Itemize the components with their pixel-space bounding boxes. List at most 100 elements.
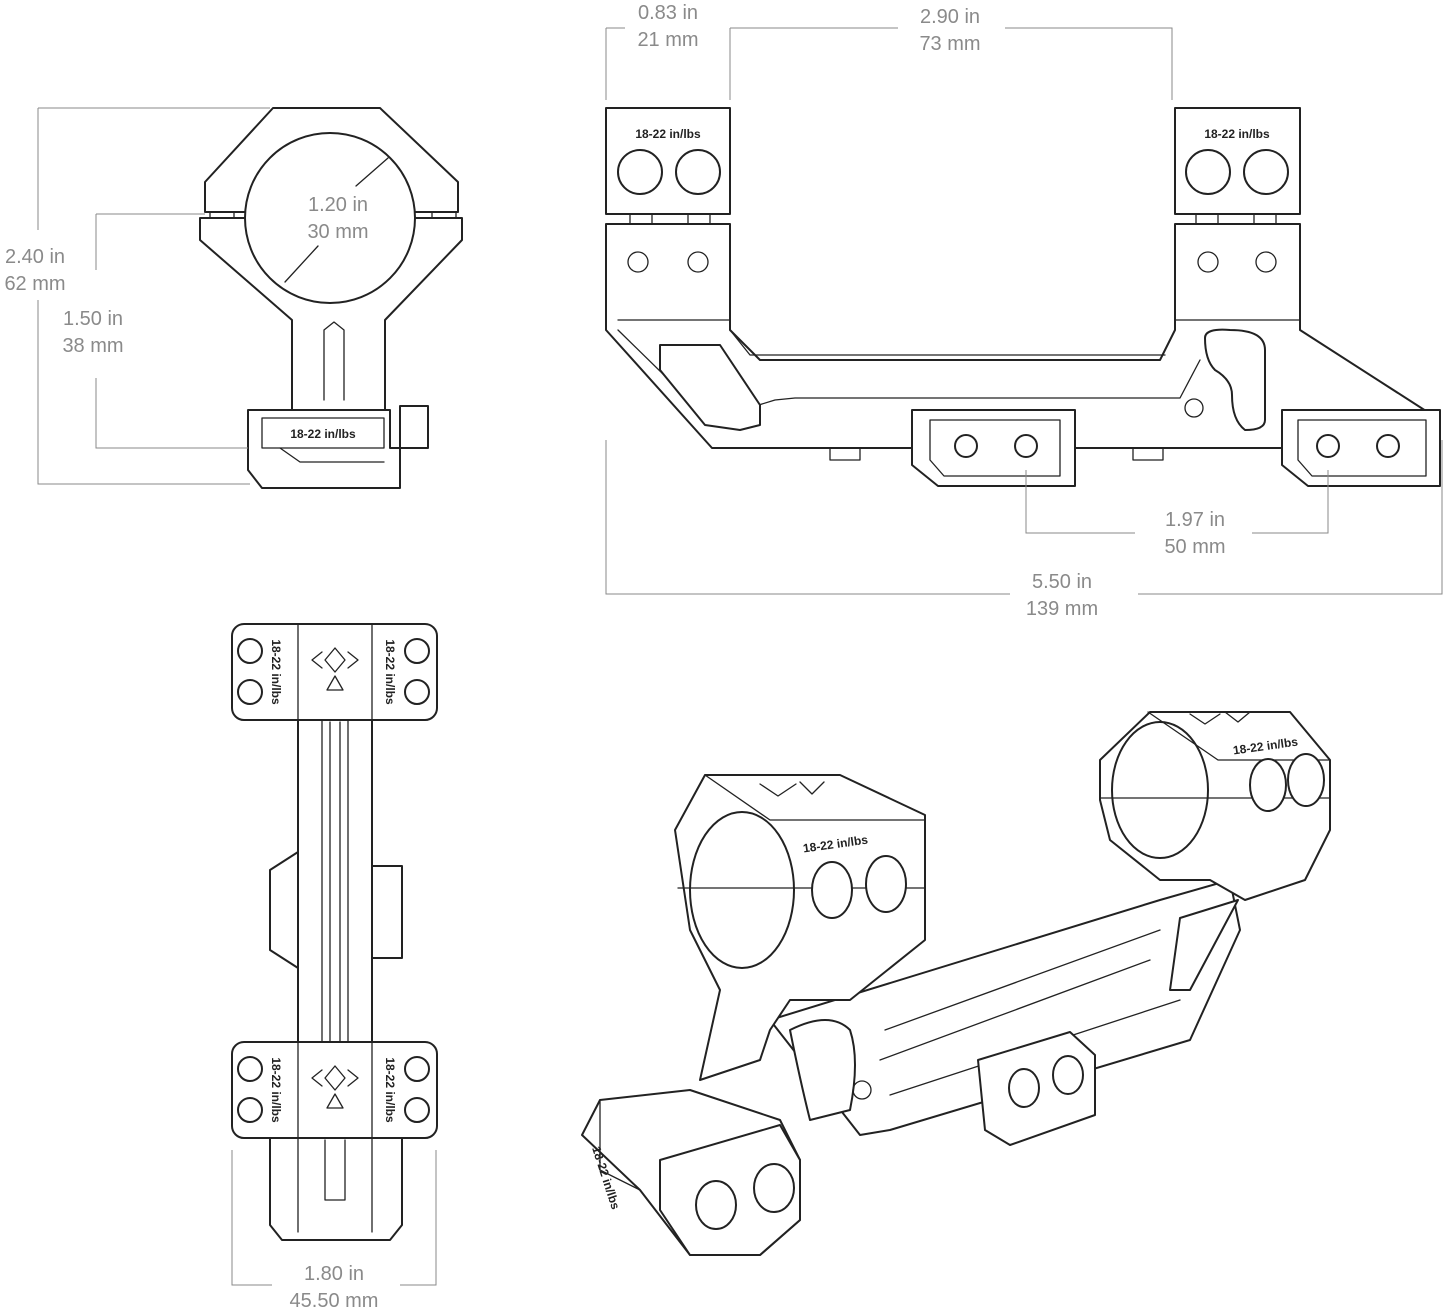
side-clamp-1 [911, 409, 1076, 487]
side-right-cap-screw-1 [1185, 149, 1231, 195]
top-rail-grooves [321, 717, 349, 1049]
side-clamp-1-screw-1 [954, 434, 978, 458]
top-rear-torque-label-right: 18-22 in/lbs [383, 1057, 397, 1123]
top-rear-screw-2 [237, 1097, 263, 1123]
side-length-mm: 139 mm [1026, 598, 1098, 620]
top-rear-cap-panels [297, 1041, 373, 1139]
iso-rear-ring-bore [1111, 721, 1209, 859]
top-view: 18-22 in/lbs 18-22 in/lbs 18-22 in/lbs 1… [231, 623, 438, 1312]
isometric-view: 18-22 in/lbs 18-22 in/lbs 18-22 in/lbs [581, 711, 1331, 1256]
front-base-clamp [247, 405, 429, 489]
front-height-in: 2.40 in [5, 246, 65, 268]
top-rear-torque-label-left: 18-22 in/lbs [269, 1057, 283, 1123]
side-top-dim-lines [605, 27, 1173, 100]
top-front-screw-1 [237, 638, 263, 664]
top-rear-screw-1 [237, 1056, 263, 1082]
side-left-torque-label: 18-22 in/lbs [635, 127, 701, 141]
top-front-screw-3 [404, 638, 430, 664]
side-clamp-spacing-in: 1.97 in [1165, 509, 1225, 531]
iso-rear-cap-screw-2 [1287, 753, 1325, 807]
side-right-split-screws [1195, 213, 1277, 225]
side-left-split-screws [629, 213, 711, 225]
top-front-torque-label-left: 18-22 in/lbs [269, 639, 283, 705]
side-left-hole-2 [687, 251, 709, 273]
front-torque-label: 18-22 in/lbs [290, 427, 356, 441]
top-front-logo-icon [311, 647, 359, 691]
side-recoil-lug-2 [1132, 447, 1164, 461]
iso-mid-clamp-screw-1 [1008, 1068, 1040, 1108]
top-front-cap-panels [297, 623, 373, 721]
side-right-ring-lower [1174, 223, 1301, 321]
side-right-hole-2 [1255, 251, 1277, 273]
top-front-torque-label-right: 18-22 in/lbs [383, 639, 397, 705]
side-ring-spacing-in: 2.90 in [920, 6, 980, 28]
top-rear-screw-3 [404, 1056, 430, 1082]
iso-body-slot [1169, 899, 1239, 991]
side-left-slot [659, 344, 761, 431]
side-right-torque-label: 18-22 in/lbs [1204, 127, 1270, 141]
iso-front-cap-screw-1 [811, 861, 853, 919]
front-split-screw-left [209, 211, 235, 219]
side-ring-width-in: 0.83 in [638, 2, 698, 24]
iso-mid-clamp-screw-2 [1052, 1055, 1084, 1095]
side-right-slot [1204, 328, 1266, 431]
side-ring-spacing-mm: 73 mm [919, 33, 980, 55]
side-left-ring-lower [605, 223, 731, 321]
top-rail-body [297, 717, 373, 1049]
front-height-mm: 62 mm [4, 273, 65, 295]
top-width-mm: 45.50 mm [290, 1290, 379, 1312]
front-height-dim-line [37, 107, 270, 485]
front-ring-bore [244, 132, 416, 304]
front-diameter-mm: 30 mm [307, 221, 368, 243]
front-diameter-in: 1.20 in [308, 194, 368, 216]
front-center-dim-line [95, 213, 248, 449]
side-cut-upper [729, 329, 1166, 356]
front-split-screw-right [431, 211, 457, 219]
iso-rear-ring-split [1099, 711, 1331, 799]
iso-body-hole [852, 1080, 872, 1100]
side-clamp-2-screw-2 [1376, 434, 1400, 458]
side-left-hole-1 [627, 251, 649, 273]
side-right-hole-1 [1197, 251, 1219, 273]
front-bore-leader-lower [284, 245, 319, 283]
side-clamp-1-face [929, 419, 1061, 477]
top-rear-logo-icon [311, 1065, 359, 1109]
side-clamp-spacing-mm: 50 mm [1164, 536, 1225, 558]
side-length-in: 5.50 in [1032, 571, 1092, 593]
side-length-dim-line [605, 440, 1443, 595]
iso-front-base-edge [599, 1099, 641, 1191]
front-base-label-plate [261, 417, 385, 449]
top-side-bulge-left [269, 851, 299, 969]
front-stem-slot [323, 321, 345, 401]
top-rear-screw-4 [404, 1097, 430, 1123]
side-clamp-2 [1281, 409, 1441, 487]
side-body-hole [1184, 398, 1204, 418]
side-clamp-2-face [1297, 419, 1427, 477]
iso-front-cap-screw-2 [865, 855, 907, 913]
iso-body-cutout [789, 1019, 856, 1121]
front-view: 18-22 in/lbs 2.40 in 62 mm 1.50 in 38 mm… [4, 107, 463, 489]
side-left-cap-screw-2 [675, 149, 721, 195]
top-front-screw-4 [404, 679, 430, 705]
side-recoil-lug-1 [829, 447, 861, 461]
side-clamp-dim-line [1025, 470, 1329, 534]
top-front-screw-2 [237, 679, 263, 705]
side-left-cap-screw-1 [617, 149, 663, 195]
iso-front-ring-bore [689, 811, 795, 969]
iso-front-logo-icon [759, 781, 825, 797]
top-rear-base [269, 1137, 403, 1241]
side-clamp-1-screw-2 [1014, 434, 1038, 458]
iso-front-clamp-screw-2 [753, 1163, 795, 1213]
front-bore-leader-upper [355, 157, 389, 187]
side-ring-width-mm: 21 mm [637, 29, 698, 51]
front-center-mm: 38 mm [62, 335, 123, 357]
front-center-in: 1.50 in [63, 308, 123, 330]
top-width-in: 1.80 in [304, 1263, 364, 1285]
side-right-cap-screw-2 [1243, 149, 1289, 195]
top-width-dim-line [231, 1150, 437, 1286]
iso-rear-logo-icon [1189, 711, 1251, 725]
top-side-bulge-right [371, 865, 403, 959]
side-clamp-2-screw-1 [1316, 434, 1340, 458]
